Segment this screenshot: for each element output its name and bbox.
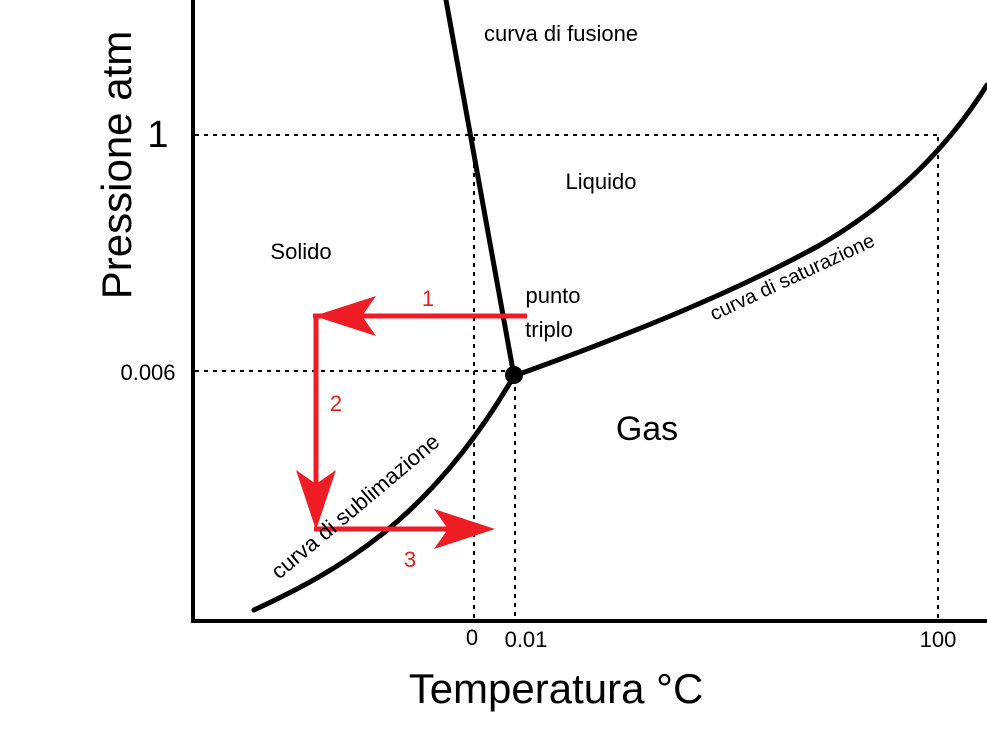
x-axis-label: Temperatura °C — [409, 665, 704, 712]
fusion-curve — [443, 0, 517, 379]
arrow-3-head — [434, 509, 495, 549]
reference-lines — [195, 134, 940, 618]
triple-point-marker — [505, 366, 523, 384]
region-solid-label: Solido — [270, 239, 331, 264]
region-liquid-label: Liquido — [566, 169, 637, 194]
step-3-label: 3 — [404, 547, 416, 572]
saturation-curve — [511, 82, 987, 379]
phase-curves — [251, 0, 987, 613]
y-tick-1: 1 — [147, 114, 168, 156]
axes — [191, 0, 987, 623]
triple-point-label-2: triplo — [525, 317, 573, 342]
sublimation-curve-label: curva di sublimazione — [266, 429, 444, 584]
region-gas-label: Gas — [616, 410, 678, 448]
x-tick-0: 0 — [466, 625, 478, 650]
step-2-label: 2 — [330, 391, 342, 416]
x-tick-001: 0.01 — [505, 627, 548, 652]
arrow-2-head — [296, 470, 336, 530]
x-tick-100: 100 — [920, 627, 957, 652]
step-1-label: 1 — [422, 286, 434, 311]
fusion-curve-label: curva di fusione — [484, 21, 638, 46]
y-tick-0006: 0.006 — [120, 360, 175, 385]
y-axis-label: Pressione atm — [93, 31, 140, 299]
sublimation-curve — [251, 373, 517, 613]
triple-point-label-1: punto — [525, 283, 580, 308]
process-arrows — [296, 296, 527, 549]
arrow-1-head — [314, 296, 376, 336]
saturation-curve-label: curva di saturazione — [707, 230, 879, 326]
